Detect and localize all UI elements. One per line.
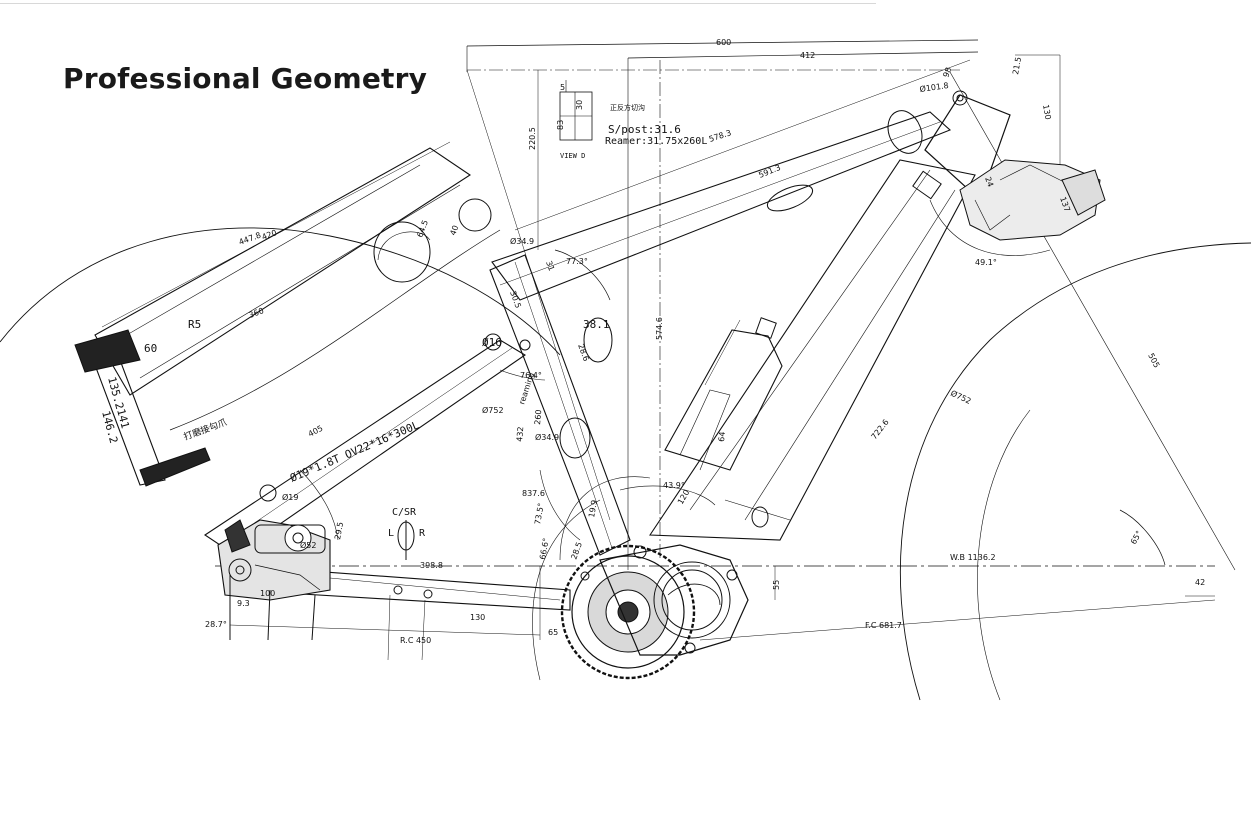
svg-text:Ø19: Ø19 xyxy=(282,492,298,502)
svg-text:60: 60 xyxy=(144,342,157,355)
svg-text:600: 600 xyxy=(716,38,731,47)
svg-text:29.5: 29.5 xyxy=(333,521,345,540)
svg-text:130: 130 xyxy=(1041,104,1053,121)
svg-text:Ø52: Ø52 xyxy=(300,540,316,550)
svg-text:837.6: 837.6 xyxy=(522,489,545,498)
svg-text:98: 98 xyxy=(941,66,953,79)
svg-text:130: 130 xyxy=(470,613,485,622)
svg-text:38.1: 38.1 xyxy=(583,318,610,331)
svg-text:591.3: 591.3 xyxy=(757,163,782,180)
svg-text:100: 100 xyxy=(260,589,275,598)
svg-text:R.C 450: R.C 450 xyxy=(400,636,431,645)
svg-text:W.B 1136.2: W.B 1136.2 xyxy=(950,553,996,562)
svg-text:66.6°: 66.6° xyxy=(538,537,551,560)
rear-wheel-arc xyxy=(0,227,561,356)
svg-text:405: 405 xyxy=(307,424,325,439)
side-l-label: L xyxy=(388,528,394,539)
svg-text:398.8: 398.8 xyxy=(420,561,443,570)
seat-stay-upper xyxy=(94,147,471,396)
reamer-note: Reamer:31.75x260L xyxy=(605,136,707,147)
svg-text:9.3: 9.3 xyxy=(237,599,250,608)
svg-text:77.3°: 77.3° xyxy=(566,257,588,266)
svg-text:30: 30 xyxy=(575,100,584,110)
top-tube xyxy=(491,111,952,301)
svg-text:65: 65 xyxy=(548,628,558,637)
radius-label: R5 xyxy=(188,318,201,331)
svg-text:Ø34.9: Ø34.9 xyxy=(535,432,559,442)
page-title: Professional Geometry xyxy=(63,62,428,95)
seatpost-note: S/post:31.6 xyxy=(608,123,681,136)
svg-text:Ø752: Ø752 xyxy=(949,388,973,406)
front-tire-lower-arc xyxy=(977,409,1031,701)
svg-text:28.6: 28.6 xyxy=(576,343,591,363)
front-wheel-arc xyxy=(899,242,1251,701)
svg-text:420: 420 xyxy=(261,228,278,242)
dimension-labels: 600 412 220.5 574.6 578.3 591.3 505 722.… xyxy=(99,38,1205,645)
down-tube xyxy=(648,159,976,541)
svg-text:76.4°: 76.4° xyxy=(520,371,542,380)
svg-text:Ø101.8: Ø101.8 xyxy=(919,80,949,94)
svg-text:42: 42 xyxy=(1195,578,1205,587)
svg-text:574.6: 574.6 xyxy=(655,317,664,340)
cn-left-note: 打磨接勾爪 xyxy=(182,416,228,443)
svg-text:28.5: 28.5 xyxy=(569,541,584,561)
seat-tube xyxy=(489,254,631,556)
svg-text:24: 24 xyxy=(983,176,995,189)
drawing-notes: S/post:31.6 Reamer:31.75x260L 正反方切沟 VIEW… xyxy=(182,103,707,539)
svg-text:30.5: 30.5 xyxy=(508,290,523,310)
svg-text:28.7°: 28.7° xyxy=(205,620,227,629)
svg-text:141: 141 xyxy=(114,407,132,430)
svg-text:31: 31 xyxy=(544,260,556,273)
svg-text:43.9°: 43.9° xyxy=(663,481,685,490)
svg-text:73.5°: 73.5° xyxy=(533,502,546,525)
svg-text:83: 83 xyxy=(556,120,565,130)
view-d-label: VIEW D xyxy=(560,152,585,160)
svg-text:65°: 65° xyxy=(1129,529,1144,546)
chainstay-tube-note: Ø19*1.8T OV22*16*300L xyxy=(288,418,421,484)
svg-text:447.8: 447.8 xyxy=(238,231,263,247)
svg-text:19.9: 19.9 xyxy=(587,499,599,518)
svg-text:5: 5 xyxy=(560,83,565,92)
water-bottle xyxy=(664,329,783,471)
svg-text:260: 260 xyxy=(533,409,543,425)
svg-text:Ø34.9: Ø34.9 xyxy=(510,236,534,246)
kickstand-label: C/SR xyxy=(392,507,417,518)
motor-housing xyxy=(599,544,749,656)
svg-text:64: 64 xyxy=(717,431,727,442)
svg-text:21.5: 21.5 xyxy=(1011,56,1023,75)
side-r-label: R xyxy=(419,528,426,539)
svg-text:432: 432 xyxy=(515,426,525,442)
svg-text:412: 412 xyxy=(800,51,815,60)
svg-text:722.6: 722.6 xyxy=(869,418,890,442)
svg-text:49.1°: 49.1° xyxy=(975,258,997,267)
cn-note: 正反方切沟 xyxy=(610,103,645,112)
svg-text:220.5: 220.5 xyxy=(528,127,537,150)
svg-text:64.5: 64.5 xyxy=(415,219,430,239)
svg-text:505: 505 xyxy=(1146,352,1161,370)
svg-text:578.3: 578.3 xyxy=(708,128,733,144)
svg-text:Ø16: Ø16 xyxy=(482,336,502,349)
head-tube xyxy=(924,94,1011,202)
svg-text:360: 360 xyxy=(248,306,265,320)
svg-text:135.2: 135.2 xyxy=(105,375,126,410)
svg-text:40: 40 xyxy=(448,224,460,237)
svg-text:55: 55 xyxy=(772,580,781,590)
svg-text:F.C 681.7: F.C 681.7 xyxy=(865,621,902,630)
svg-text:Ø752: Ø752 xyxy=(482,405,504,415)
chainring xyxy=(560,544,696,680)
top-rule xyxy=(0,3,876,4)
